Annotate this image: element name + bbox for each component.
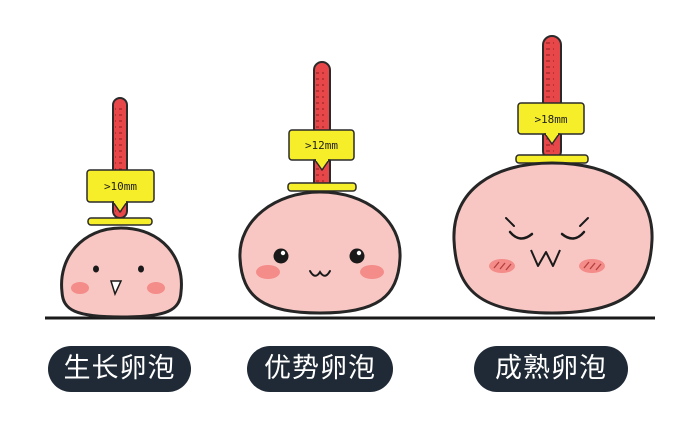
stage-label-dominant: 优势卵泡 bbox=[247, 346, 393, 392]
stage-label-mature: 成熟卵泡 bbox=[474, 346, 628, 392]
size-label: >10mm bbox=[104, 180, 137, 193]
egg-body bbox=[452, 161, 654, 315]
size-tag: >18mm bbox=[517, 102, 585, 146]
stage-label-growing: 生长卵泡 bbox=[48, 346, 191, 392]
measure-plate bbox=[87, 217, 153, 226]
left-eye bbox=[93, 265, 99, 273]
follicle-large: >18mm bbox=[452, 35, 654, 315]
beak-mouth bbox=[109, 280, 123, 297]
left-blush bbox=[256, 265, 280, 279]
smile-mouth bbox=[309, 270, 331, 277]
follicle-medium: >12mm bbox=[238, 61, 402, 315]
size-tag: >10mm bbox=[86, 169, 155, 214]
egg-body bbox=[60, 226, 183, 319]
strained-mouth bbox=[530, 249, 561, 267]
right-eye bbox=[560, 230, 586, 240]
right-eye bbox=[349, 248, 365, 264]
egg-body bbox=[238, 190, 402, 315]
size-label: >18mm bbox=[534, 113, 567, 126]
left-eye bbox=[273, 248, 289, 264]
measure-plate bbox=[287, 182, 357, 192]
right-blush bbox=[360, 265, 384, 279]
size-tag: >12mm bbox=[288, 129, 355, 172]
left-blush bbox=[489, 259, 515, 273]
follicle-small: >10mm bbox=[60, 97, 183, 319]
right-blush bbox=[147, 282, 165, 294]
right-blush bbox=[579, 259, 605, 273]
size-label: >12mm bbox=[305, 139, 338, 152]
left-eye bbox=[508, 230, 534, 240]
right-eye bbox=[138, 265, 144, 273]
left-blush bbox=[71, 282, 89, 294]
